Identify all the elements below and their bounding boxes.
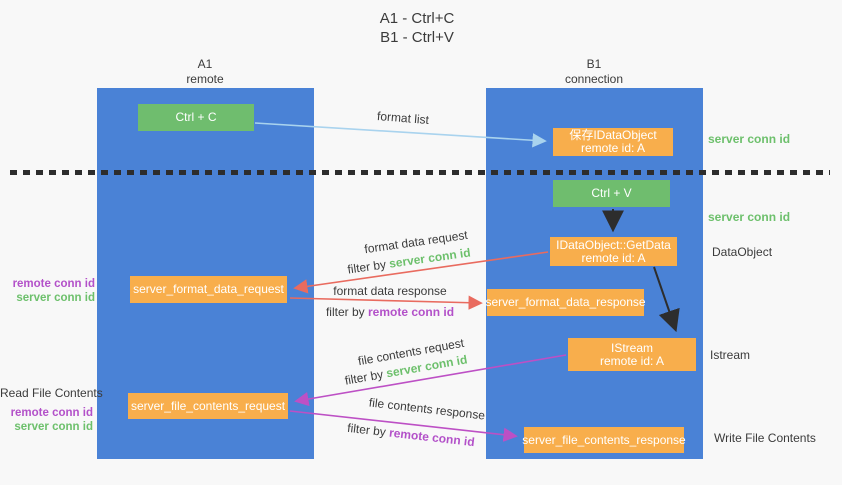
ctrl-v-box: Ctrl + V (553, 180, 670, 207)
getdata-box: IDataObject::GetData remote id: A (550, 237, 677, 266)
getdata-to-istream-arrow (653, 266, 680, 333)
save-dataobject-line1: 保存IDataObject (569, 128, 657, 142)
remote-conn-id-text: remote conn id (368, 305, 455, 319)
write-file-contents-label: Write File Contents (714, 431, 816, 445)
format-data-response-arrow (289, 295, 483, 310)
remote-conn-id-left-bottom: remote conn id (10, 407, 93, 419)
server-file-contents-response-box: server_file_contents_response (522, 427, 686, 453)
diagram-title: A1 - Ctrl+C B1 - Ctrl+V (317, 9, 517, 47)
save-dataobject-box: 保存IDataObject remote id: A (553, 128, 673, 156)
title-line-1: A1 - Ctrl+C (379, 10, 455, 27)
istream-line1: IStream (610, 340, 653, 355)
save-dataobject-line2: remote id: A (580, 141, 646, 155)
getdata-line2: remote id: A (581, 250, 646, 265)
istream-line2: remote id: A (599, 353, 665, 368)
left-conn-id-block-top: remote conn id server conn id (0, 277, 95, 305)
lane-a1-subtitle: remote (186, 72, 224, 86)
server-format-data-request-box: server_format_data_request (130, 276, 287, 303)
server-file-contents-response-label: server_file_contents_response (522, 432, 686, 447)
format-list-arrow (254, 122, 547, 148)
lane-a1-name: A1 (197, 57, 213, 71)
server-conn-id-right-mid: server conn id (708, 210, 791, 224)
format-data-response-label: format data response (333, 284, 447, 298)
lane-header-a1: A1 remote (155, 57, 255, 87)
server-conn-id-right-top: server conn id (708, 132, 791, 146)
file-contents-response-arrow (289, 410, 518, 442)
lane-b1-subtitle: connection (564, 72, 624, 86)
read-file-contents-label: Read File Contents (0, 386, 103, 400)
server-file-contents-request-label: server_file_contents_request (130, 398, 286, 413)
server-conn-id-left-bottom: server conn id (14, 421, 93, 433)
lane-header-b1: B1 connection (544, 57, 644, 87)
getdata-line1: IDataObject::GetData (556, 237, 671, 252)
server-conn-id-left-top: server conn id (16, 292, 95, 304)
server-format-data-response-box: server_format_data_response (485, 289, 646, 316)
ctrl-c-label: Ctrl + C (175, 110, 217, 124)
format-data-request-arrow (293, 251, 549, 294)
session-divider-dotted-line (10, 170, 830, 175)
server-format-data-response-label: server_format_data_response (485, 295, 646, 309)
ctrl-v-label: Ctrl + V (591, 186, 632, 200)
remote-conn-id-left-top: remote conn id (12, 278, 95, 290)
istream-box: IStream remote id: A (568, 338, 696, 371)
filter-by-remote-conn-id-label-1: filter by remote conn id (326, 305, 454, 319)
lane-b1-name: B1 (586, 57, 602, 71)
left-read-block: Read File Contents remote conn id server… (0, 386, 103, 434)
dataobject-label: DataObject (712, 245, 773, 259)
istream-side-label: Istream (710, 348, 751, 362)
server-format-data-request-label: server_format_data_request (133, 282, 284, 296)
filter-by-text: filter by (325, 305, 365, 319)
server-file-contents-request-box: server_file_contents_request (128, 393, 288, 419)
ctrl-c-box: Ctrl + C (138, 104, 254, 131)
title-line-2: B1 - Ctrl+V (380, 29, 454, 46)
file-contents-request-arrow (294, 354, 567, 407)
